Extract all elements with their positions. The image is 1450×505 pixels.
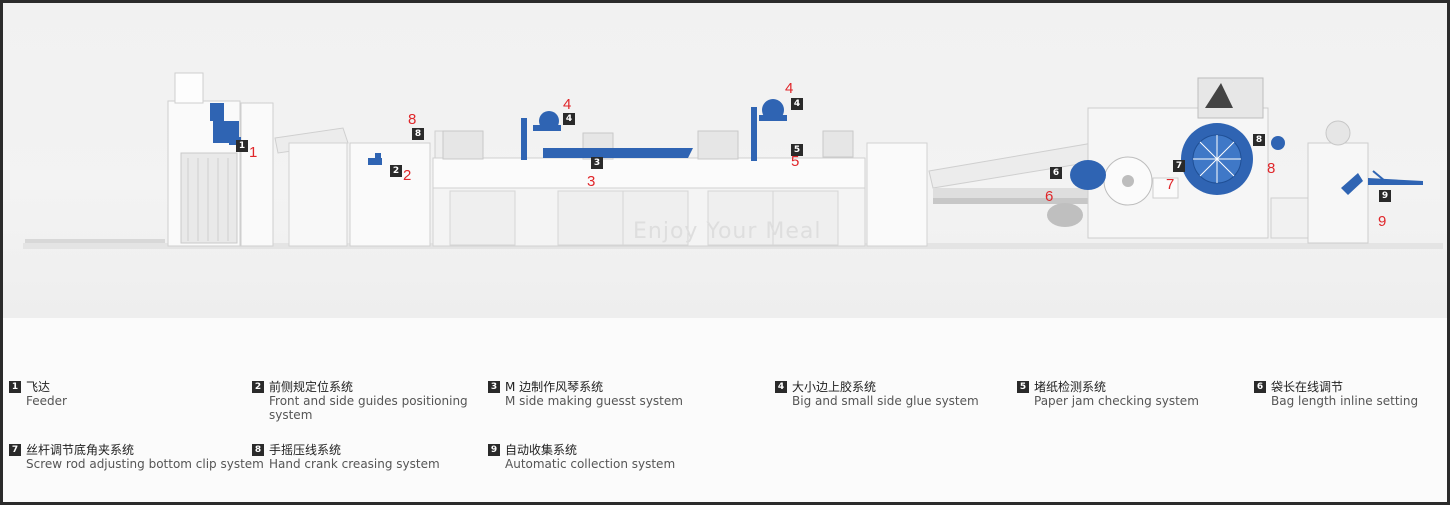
tag-2: 2 [390, 165, 402, 177]
legend-zh: 手摇压线系统 [269, 443, 342, 457]
legend-en: Bag length inline setting [1271, 394, 1419, 408]
diagram-area: Enjoy Your Meal 1 1 2 2 8 8 3 3 4 4 4 4 … [3, 3, 1447, 318]
callout-7: 7 [1166, 176, 1175, 193]
legend-en: Hand crank creasing system [269, 457, 440, 471]
legend-zh: 袋长在线调节 [1271, 380, 1344, 394]
feeder-motor [210, 103, 241, 145]
tag-3: 3 [591, 157, 603, 169]
legend-en: Screw rod adjusting bottom clip system [26, 457, 264, 471]
tag-5: 5 [791, 144, 803, 156]
legend-item-2: 2 前侧规定位系统 Front and side guides positioni… [252, 380, 468, 422]
legend-zh: 自动收集系统 [505, 443, 578, 457]
legend-item-4: 4 大小边上胶系统 Big and small side glue system [775, 380, 979, 408]
tag-1: 1 [236, 140, 248, 152]
legend-badge: 3 [488, 381, 500, 393]
legend-badge: 8 [252, 444, 264, 456]
legend-item-9: 9 自动收集系统 Automatic collection system [488, 443, 675, 471]
legend-item-7: 7 丝杆调节底角夹系统 Screw rod adjusting bottom cl… [9, 443, 264, 471]
legend-item-6: 6 袋长在线调节 Bag length inline setting [1254, 380, 1418, 408]
tag-9: 9 [1379, 190, 1391, 202]
legend-area: 1 飞达 Feeder 2 前侧规定位系统 Front and side guide… [3, 318, 1447, 502]
legend-en: M side making guesst system [505, 394, 683, 408]
legend-badge: 9 [488, 444, 500, 456]
callout-4-second: 4 [785, 80, 794, 97]
legend-en-line2: system [269, 408, 313, 422]
legend-en: Feeder [26, 394, 67, 408]
callout-8-rear: 8 [1267, 160, 1276, 177]
legend-zh: 大小边上胶系统 [792, 380, 877, 394]
machine-diagram-frame: Enjoy Your Meal 1 1 2 2 8 8 3 3 4 4 4 4 … [3, 3, 1447, 502]
callout-8-front: 8 [408, 111, 417, 128]
tag-4-first: 4 [563, 113, 575, 125]
tag-6: 6 [1050, 167, 1062, 179]
callout-2: 2 [403, 167, 412, 184]
legend-item-1: 1 飞达 Feeder [9, 380, 67, 408]
legend-badge: 4 [775, 381, 787, 393]
legend-item-5: 5 堵纸检测系统 Paper jam checking system [1017, 380, 1199, 408]
tag-4-second: 4 [791, 98, 803, 110]
legend-badge: 5 [1017, 381, 1029, 393]
legend-item-8: 8 手摇压线系统 Hand crank creasing system [252, 443, 440, 471]
tag-8-front: 8 [412, 128, 424, 140]
legend-zh: 飞达 [26, 380, 51, 394]
legend-en: Front and side guides positioning [269, 394, 468, 408]
callout-5: 5 [791, 153, 800, 170]
legend-zh: 堵纸检测系统 [1034, 380, 1107, 394]
callout-1: 1 [249, 144, 258, 161]
legend-badge: 7 [9, 444, 21, 456]
callout-3: 3 [587, 173, 596, 190]
callout-4-first: 4 [563, 96, 572, 113]
legend-zh: 前侧规定位系统 [269, 380, 354, 394]
legend-en: Automatic collection system [505, 457, 676, 471]
machine-illustration [23, 72, 1443, 249]
legend-badge: 6 [1254, 381, 1266, 393]
legend-item-3: 3 M 边制作风琴系统 M side making guesst system [488, 380, 683, 408]
callout-9: 9 [1378, 213, 1387, 230]
legend-zh: M 边制作风琴系统 [505, 380, 604, 394]
watermark-text: Enjoy Your Meal [633, 219, 822, 244]
tag-7: 7 [1173, 160, 1185, 172]
legend-badge: 1 [9, 381, 21, 393]
legend-zh: 丝杆调节底角夹系统 [26, 443, 135, 457]
legend-badge: 2 [252, 381, 264, 393]
callout-6: 6 [1045, 188, 1054, 205]
legend-en: Big and small side glue system [792, 394, 979, 408]
tag-8-rear: 8 [1253, 134, 1265, 146]
legend-en: Paper jam checking system [1034, 394, 1199, 408]
